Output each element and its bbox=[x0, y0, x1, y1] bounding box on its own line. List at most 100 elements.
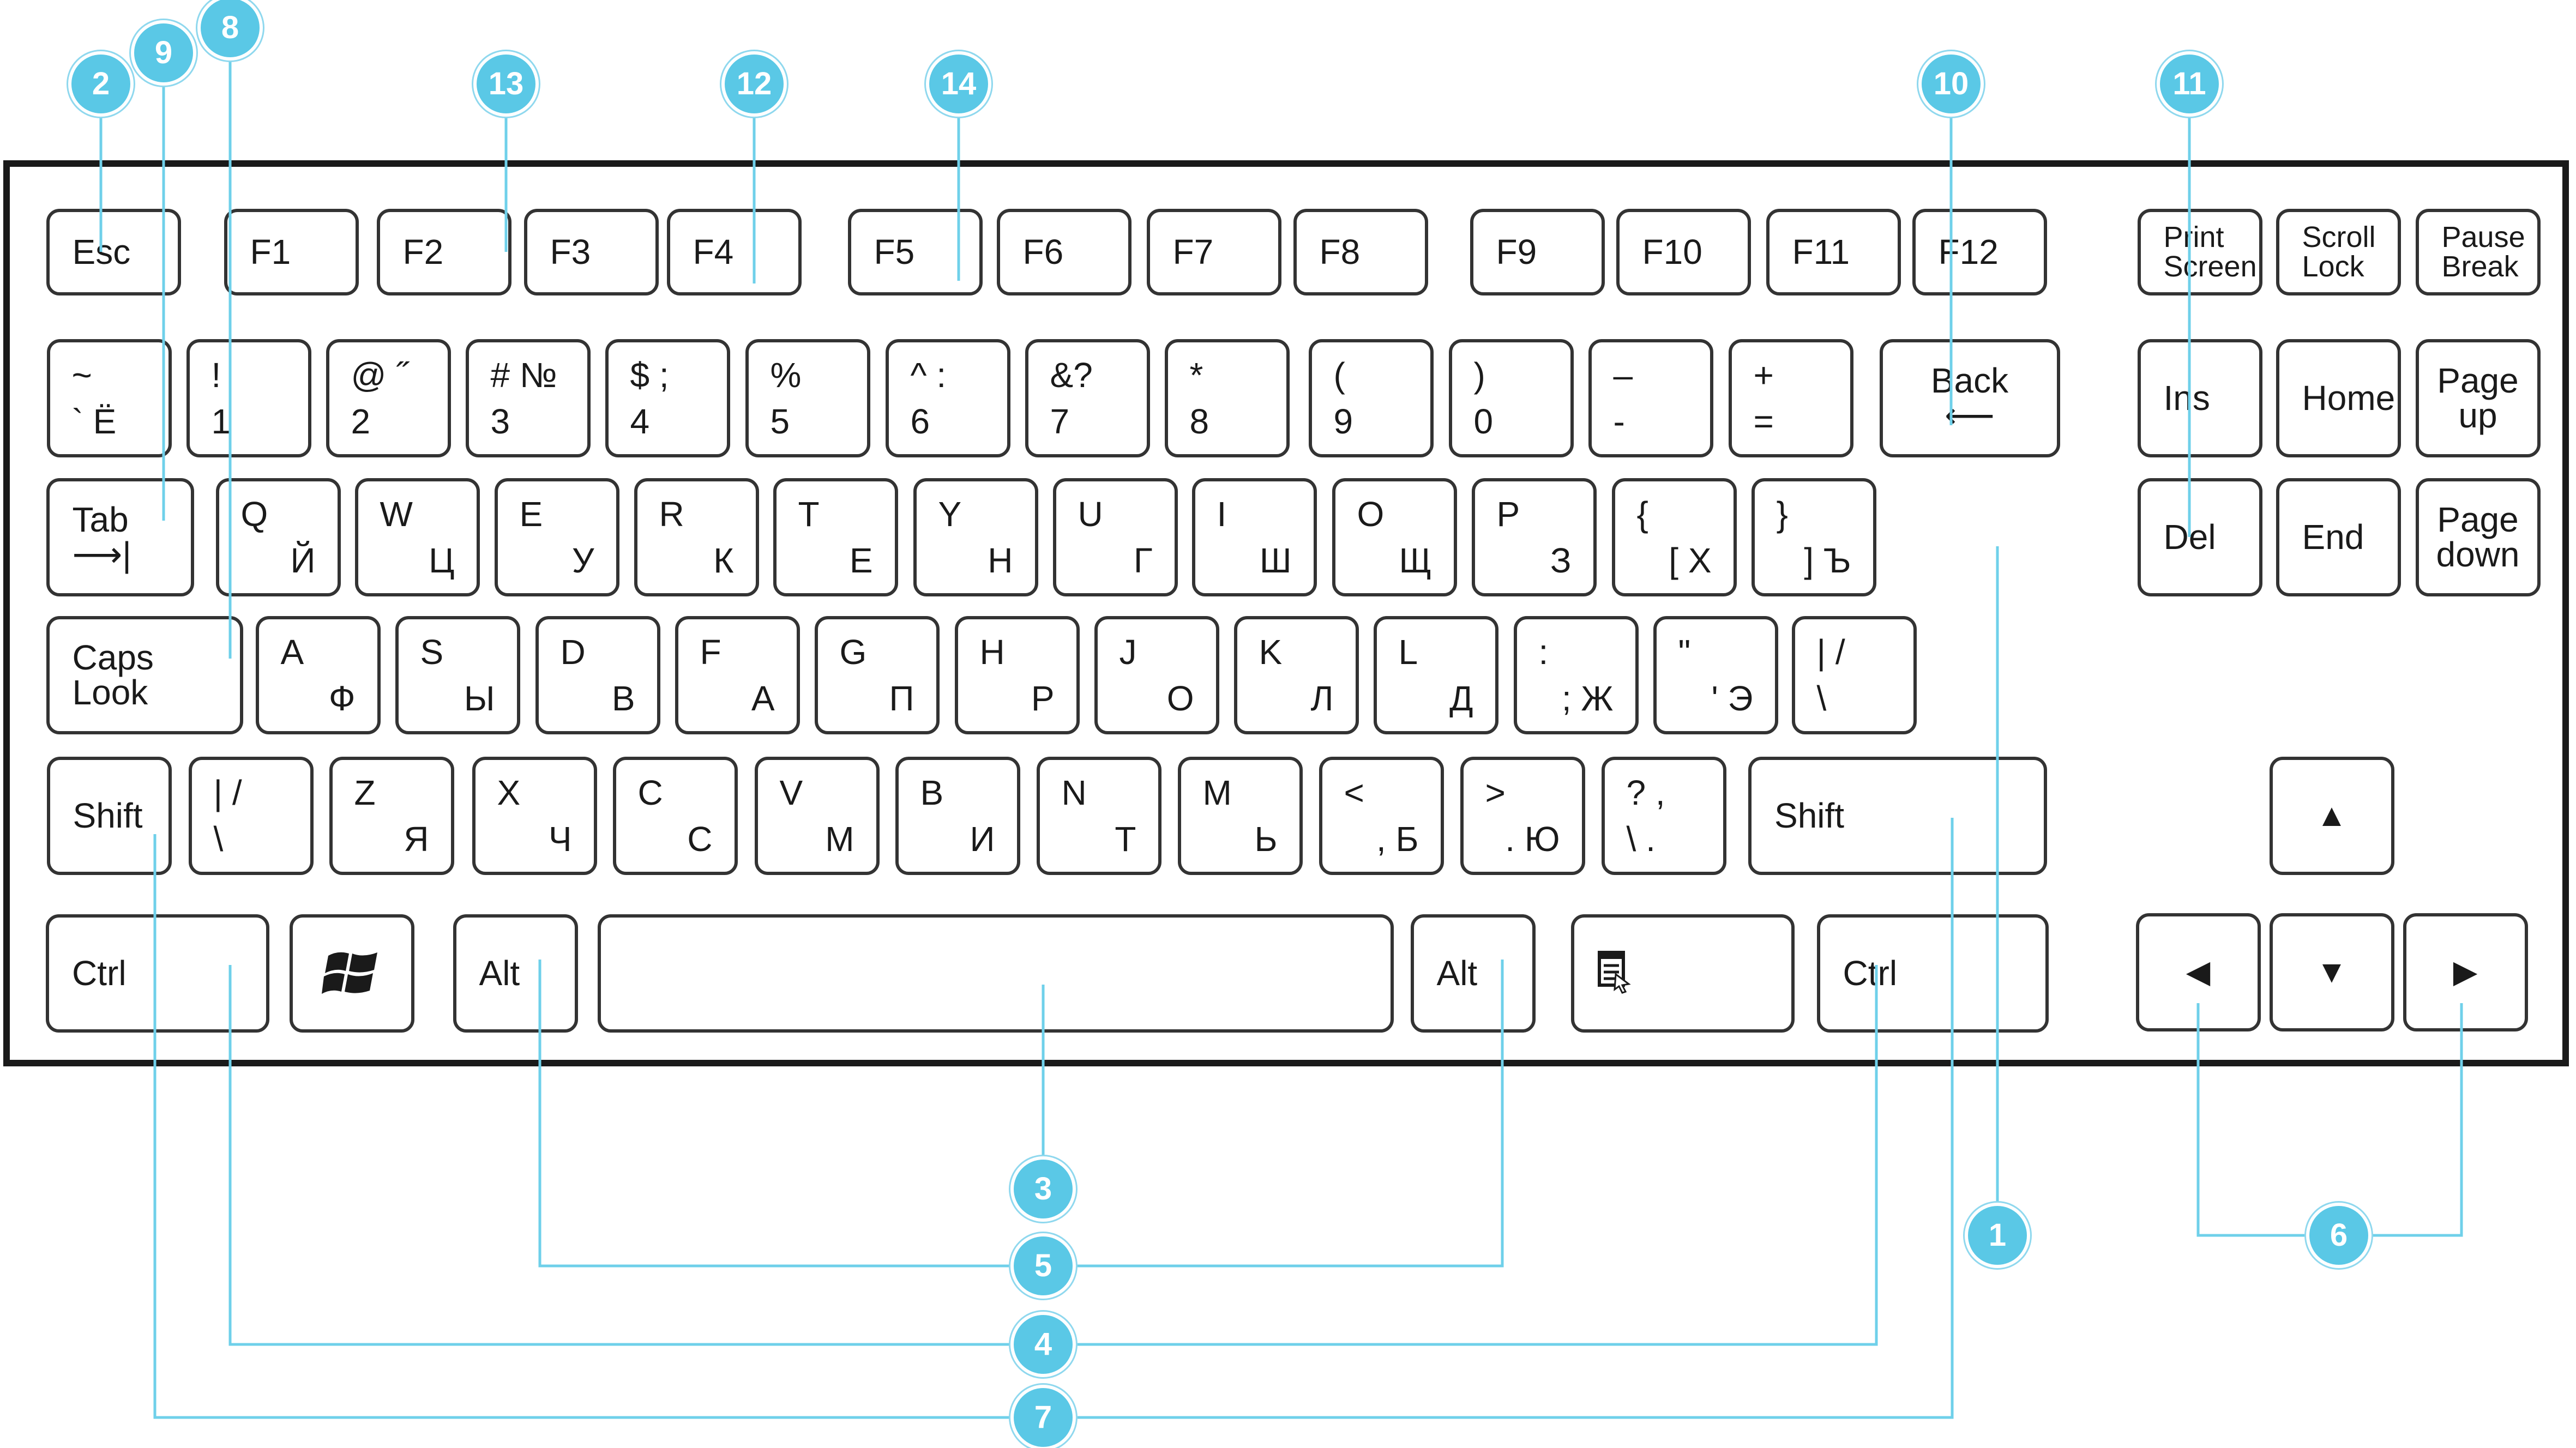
key-label: F3 bbox=[550, 232, 591, 272]
key-period[interactable]: >. Ю bbox=[1460, 756, 1585, 875]
key-9[interactable]: (9 bbox=[1308, 339, 1434, 457]
key-bottom-label: З bbox=[1550, 540, 1572, 580]
key-bottom-label: Д bbox=[1449, 678, 1473, 718]
key-f9[interactable]: F9 bbox=[1470, 208, 1605, 295]
key-bottom-label: \ bbox=[213, 819, 224, 859]
key-page-up[interactable]: Page up bbox=[2415, 339, 2541, 457]
key-print-screen[interactable]: Print Screen bbox=[2137, 208, 2262, 295]
key-bottom-label: Г bbox=[1133, 540, 1153, 580]
key-backslash[interactable]: | /\ bbox=[1791, 616, 1917, 734]
key-backslash-2[interactable]: | /\ bbox=[188, 756, 314, 875]
key-end[interactable]: End bbox=[2276, 478, 2401, 596]
key-arrow-up[interactable]: ▲ bbox=[2269, 756, 2394, 875]
key-tab[interactable]: Tab ⟶| bbox=[46, 478, 194, 596]
key-alt-right[interactable]: Alt bbox=[1410, 914, 1536, 1033]
key-arrow-down[interactable]: ▼ bbox=[2269, 913, 2394, 1031]
key-bracket-right[interactable]: }] Ъ bbox=[1751, 478, 1876, 596]
key-label: Page down bbox=[2436, 500, 2520, 574]
key-backspace[interactable]: Back ⟵ bbox=[1879, 339, 2060, 457]
key-f10[interactable]: F10 bbox=[1616, 208, 1751, 295]
key-bracket-left[interactable]: {[ Х bbox=[1611, 478, 1737, 596]
key-alt-left[interactable]: Alt bbox=[453, 914, 578, 1033]
key-shift-left[interactable]: Shift bbox=[46, 756, 172, 875]
key-pause-break[interactable]: Pause Break bbox=[2415, 208, 2541, 295]
key-6[interactable]: ^ :6 bbox=[885, 339, 1010, 457]
key-esc[interactable]: Esc bbox=[46, 208, 181, 295]
key-insert[interactable]: Ins bbox=[2137, 339, 2262, 457]
key-bottom-label: Ч bbox=[548, 819, 572, 859]
key-bottom-label: ; Ж bbox=[1561, 678, 1614, 718]
key-top-label: X bbox=[497, 773, 521, 812]
key-f11[interactable]: F11 bbox=[1766, 208, 1901, 295]
key-f12[interactable]: F12 bbox=[1912, 208, 2047, 295]
key-f8[interactable]: F8 bbox=[1293, 208, 1428, 295]
key-5[interactable]: %5 bbox=[745, 339, 870, 457]
key-page-down[interactable]: Page down bbox=[2415, 478, 2541, 596]
key-f3[interactable]: F3 bbox=[523, 208, 659, 295]
key-minus[interactable]: –- bbox=[1588, 339, 1713, 457]
key-bottom-label: 5 bbox=[770, 401, 790, 441]
key-ctrl-left[interactable]: Ctrl bbox=[46, 914, 269, 1033]
key-bottom-label: 3 bbox=[490, 401, 510, 441]
key-2[interactable]: @ ˝2 bbox=[326, 339, 451, 457]
key-ctrl-right[interactable]: Ctrl bbox=[1816, 914, 2049, 1033]
key-f1[interactable]: F1 bbox=[224, 208, 359, 295]
key-f7[interactable]: F7 bbox=[1146, 208, 1281, 295]
key-comma[interactable]: <, Б bbox=[1319, 756, 1444, 875]
key-bottom-label: Щ bbox=[1399, 540, 1432, 580]
key-f2[interactable]: F2 bbox=[376, 208, 511, 295]
key-4[interactable]: $ ;4 bbox=[605, 339, 730, 457]
key-space[interactable] bbox=[598, 914, 1394, 1033]
key-scroll-lock[interactable]: Scroll Lock bbox=[2276, 208, 2401, 295]
key-f4[interactable]: F4 bbox=[666, 208, 802, 295]
key-arrow-right[interactable]: ▶ bbox=[2403, 913, 2528, 1031]
key-1[interactable]: !1 bbox=[186, 339, 311, 457]
key-slash[interactable]: ? ,\ . bbox=[1601, 756, 1726, 875]
key-top-label: O bbox=[1357, 494, 1385, 534]
key-windows[interactable] bbox=[289, 914, 414, 1033]
key-7[interactable]: &?7 bbox=[1025, 339, 1150, 457]
key-top-label: + bbox=[1753, 355, 1774, 395]
key-equals[interactable]: += bbox=[1728, 339, 1853, 457]
key-caps-lock[interactable]: Caps Look bbox=[46, 616, 243, 734]
key-tilde[interactable]: ~` Ё bbox=[46, 339, 172, 457]
key-bottom-label: О bbox=[1166, 678, 1194, 718]
key-f6[interactable]: F6 bbox=[996, 208, 1131, 295]
key-quote[interactable]: "' Э bbox=[1653, 616, 1778, 734]
key-8[interactable]: *8 bbox=[1164, 339, 1290, 457]
key-del[interactable]: Del bbox=[2137, 478, 2262, 596]
key-bottom-label: А bbox=[751, 678, 775, 718]
key-menu[interactable] bbox=[1571, 914, 1795, 1033]
key-semicolon[interactable]: :; Ж bbox=[1513, 616, 1639, 734]
key-0[interactable]: )0 bbox=[1448, 339, 1574, 457]
key-label: Caps Look bbox=[72, 638, 154, 712]
key-home[interactable]: Home bbox=[2276, 339, 2401, 457]
